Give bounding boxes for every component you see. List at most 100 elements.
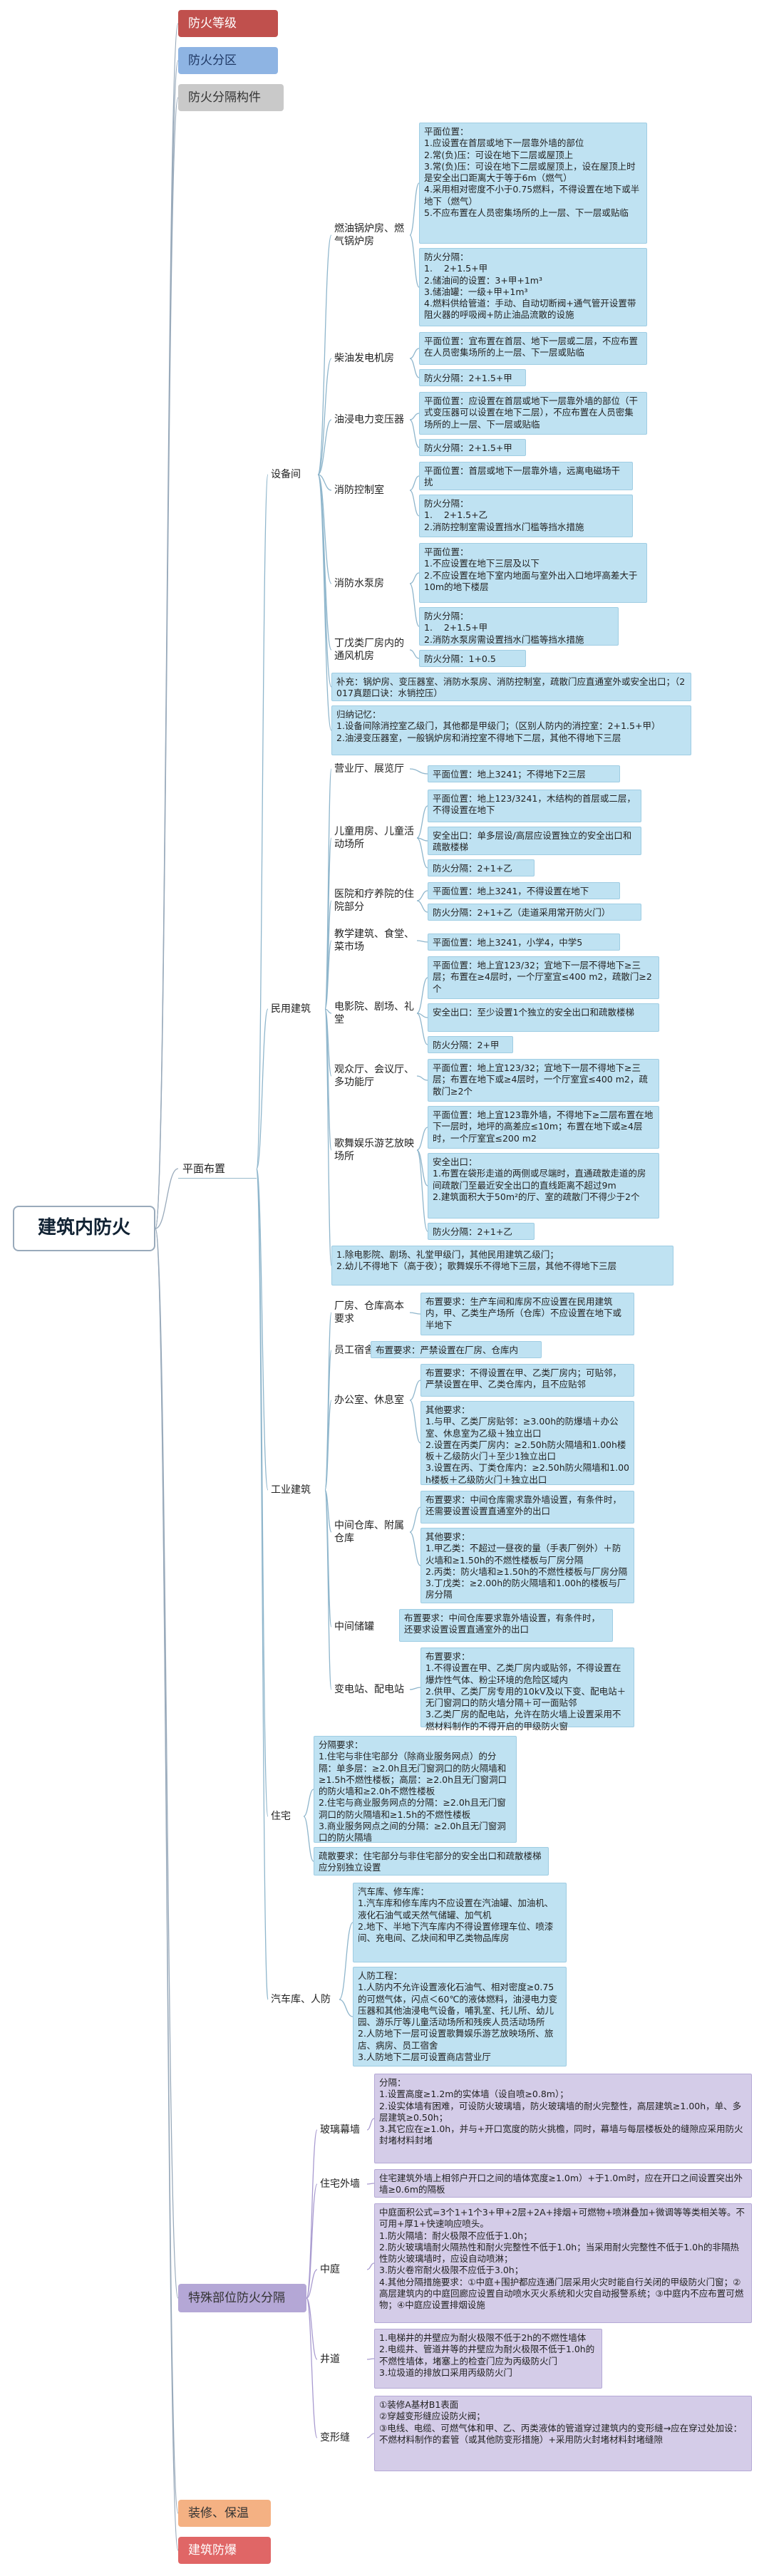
connector — [303, 1789, 314, 1817]
connector — [306, 2297, 318, 2360]
civ-school[interactable]: 教学建筑、食堂、菜市场 — [334, 929, 414, 953]
eq-pump[interactable]: 消防水泵房 — [334, 578, 384, 589]
civ-meeting[interactable]: 观众厅、会议厅、多功能厅 — [334, 1064, 414, 1089]
node-equipment[interactable]: 设备间 — [271, 469, 301, 480]
eq-control[interactable]: 消防控制室 — [334, 485, 384, 496]
ind-dorm[interactable]: 员工宿舍 — [334, 1345, 374, 1356]
connector — [409, 475, 420, 491]
connector — [366, 2262, 375, 2270]
connector — [306, 2183, 318, 2299]
civ-hospital[interactable]: 医院和疗养院的住院部分 — [334, 889, 414, 914]
eq-boiler-pos: 平面位置： 1.应设置在首层或地下一层靠外墙的部位 2.常(负)压：可设在地下二… — [419, 123, 647, 244]
ind-dorm-req: 布置要求：严禁设置在厂房、仓库内 — [371, 1341, 542, 1358]
ind-midtank[interactable]: 中间储罐 — [334, 1621, 374, 1633]
civ-child-pos: 平面位置：地上123/3241，木结构的首层或二层，不得设置在地下 — [428, 790, 641, 822]
sp-curtain-text: 分隔： 1.设置高度≥1.2m的实体墙（设自喷≥0.8m）； 2.设实体墙有困难… — [374, 2074, 752, 2163]
node-layout[interactable]: 平面布置 — [178, 1159, 257, 1179]
eq-diesel-sep: 防火分隔：2+1.5+甲 — [419, 369, 526, 386]
connector — [409, 1531, 421, 1566]
connector — [416, 1149, 428, 1186]
ind-substation[interactable]: 变电站、配电站 — [334, 1684, 404, 1695]
ind-staff-req: 布置要求：生产车间和库房不应设置在民用建筑内，甲、乙类生产场所（仓库）不应设置在… — [420, 1293, 634, 1335]
connector — [317, 474, 332, 651]
ind-mid-other: 其他要求： 1.甲乙类：不超过一昼夜的量（手表厂例外）＋防火墙和≥1.50h的不… — [420, 1528, 634, 1603]
sp-deform[interactable]: 变形缝 — [320, 2432, 350, 2443]
eq-vent-sep: 防火分隔：1+0.5 — [419, 650, 526, 667]
connector — [416, 1013, 428, 1045]
eq-boiler[interactable]: 燃油锅炉房、燃气锅炉房 — [334, 223, 404, 248]
civ-school-pos: 平面位置：地上3241，小学4，中学5 — [428, 933, 620, 951]
connector — [306, 2297, 318, 2438]
sp-shaft-text: 1.电梯井的井壁应为耐火极限不低于2h的不燃性墙体 2.电缆井、管道井等的井壁应… — [374, 2329, 602, 2389]
ind-office[interactable]: 办公室、休息室 — [334, 1395, 404, 1406]
connector — [155, 1168, 179, 1229]
node-fire-separation[interactable]: 防火分隔构件 — [178, 84, 284, 111]
node-special-separation[interactable]: 特殊部位防火分隔 — [178, 2284, 306, 2312]
connector — [416, 805, 428, 839]
sp-atrium[interactable]: 中庭 — [320, 2264, 340, 2275]
node-explosion[interactable]: 建筑防爆 — [178, 2537, 271, 2564]
eq-pump-pos: 平面位置： 1.不应设置在地下三层及以下 2.不应设置在地下室内地面与室外出入口… — [419, 543, 647, 603]
node-residential[interactable]: 住宅 — [271, 1811, 291, 1822]
eq-note1: 补充：锅炉房、变压器室、消防水泵房、消防控制室，疏散门应直通室外或安全出口；（2… — [331, 673, 691, 701]
connector — [155, 1228, 179, 2551]
civ-child-exit: 安全出口：单多层设/高层应设置独立的安全出口和疏散楼梯 — [428, 827, 641, 855]
node-civil[interactable]: 民用建筑 — [271, 1003, 311, 1015]
res-sep: 分隔要求： 1.住宅与非住宅部分（除商业服务网点）的分隔：单多层：≥2.0h且无… — [314, 1736, 517, 1843]
connector — [339, 1922, 353, 2000]
civ-ktv-sep: 防火分隔：2+1+乙 — [428, 1223, 535, 1240]
ind-mid[interactable]: 中间仓库、附属仓库 — [334, 1520, 404, 1545]
civ-cinema[interactable]: 电影院、剧场、礼堂 — [334, 1001, 414, 1026]
eq-pump-sep: 防火分隔： 1. 2+1.5+甲 2.消防水泵房需设置挡水门槛等挡水措施 — [419, 607, 619, 646]
civ-ktv[interactable]: 歌舞娱乐游艺放映场所 — [334, 1138, 414, 1163]
eq-vent[interactable]: 丁戊类厂房内的通风机房 — [334, 638, 404, 663]
node-decoration[interactable]: 装修、保温 — [178, 2500, 271, 2527]
connector — [409, 358, 420, 378]
connector — [409, 490, 420, 517]
eq-boiler-sep: 防火分隔： 1. 2+1.5+甲 2.储油间的设置：3+甲+1m³ 3.储油罐：… — [419, 248, 647, 326]
root-node[interactable]: 建筑内防火 — [13, 1206, 155, 1251]
connector — [324, 1489, 332, 1690]
connector — [306, 2129, 318, 2299]
connector — [409, 419, 420, 448]
eq-transformer-sep: 防火分隔：2+1.5+甲 — [419, 439, 526, 456]
connector — [409, 1312, 421, 1315]
civ-child[interactable]: 儿童用房、儿童活动场所 — [334, 826, 414, 851]
node-fire-compartment[interactable]: 防火分区 — [178, 47, 278, 74]
eq-note2: 归纳记忆： 1.设备间除消控室乙级门，其他都是甲级门；（区别人防内的消控室：2+… — [331, 705, 691, 755]
connector — [409, 348, 420, 359]
civ-note: 1.除电影院、剧场、礼堂甲级门，其他民用建筑乙级门； 2.幼儿不得地下（高于夜）… — [331, 1246, 673, 1286]
connector — [256, 1168, 269, 2000]
civ-cinema-sep: 防火分隔：2+甲 — [428, 1036, 513, 1053]
connector — [416, 1075, 428, 1081]
connector — [416, 837, 428, 869]
node-fire-rating[interactable]: 防火等级 — [178, 10, 278, 37]
civ-shop-pos: 平面位置：地上3241；不得地下2三层 — [428, 765, 620, 782]
eq-diesel-pos: 平面位置：宜布置在首层、地下一层或二层，不应布置在人员密集场所的上一层、下一层或… — [419, 332, 647, 365]
connector — [306, 2269, 318, 2299]
connector — [324, 1350, 332, 1491]
sp-curtain[interactable]: 玻璃幕墙 — [320, 2124, 360, 2136]
connector — [317, 419, 332, 475]
connector — [409, 234, 420, 288]
eq-transformer-pos: 平面位置：应设置在首层或地下一层靠外墙的部位（干式变压器可以设置在地下二层），不… — [419, 392, 647, 435]
civ-cinema-pos: 平面位置：地上宜123/32；宜地下一层不得地下≥三层；布置在≥4层时，一个厅室… — [428, 956, 659, 999]
eq-diesel[interactable]: 柴油发电机房 — [334, 353, 394, 364]
connector — [324, 1008, 332, 1266]
gar-car: 汽车库、修车库： 1.汽车库和修车库内不应设置在汽油罐、加油机、液化石油气或天然… — [353, 1883, 567, 1962]
node-industrial[interactable]: 工业建筑 — [271, 1484, 311, 1496]
eq-transformer[interactable]: 油浸电力变压器 — [334, 414, 404, 425]
civ-shop[interactable]: 营业厅、展览厅 — [334, 763, 404, 775]
connector — [324, 1400, 332, 1491]
connector — [155, 97, 179, 1229]
civ-ktv-pos: 平面位置：地上宜123靠外墙，不得地下≥二层布置在地下一层时，地坪的高差应≤10… — [428, 1106, 659, 1149]
connector — [155, 1228, 179, 2299]
sp-res-window[interactable]: 住宅外墙 — [320, 2178, 360, 2190]
connector — [409, 1400, 421, 1444]
sp-shaft[interactable]: 井道 — [320, 2354, 340, 2365]
node-garage[interactable]: 汽车库、人防 — [271, 1994, 331, 2005]
connector — [416, 900, 428, 913]
connector — [366, 2433, 375, 2438]
ind-staff[interactable]: 厂房、仓库高本要求 — [334, 1300, 404, 1325]
res-exit: 疏散要求：住宅部分与非住宅部分的安全出口和疏散楼梯应分别独立设置 — [314, 1847, 549, 1876]
